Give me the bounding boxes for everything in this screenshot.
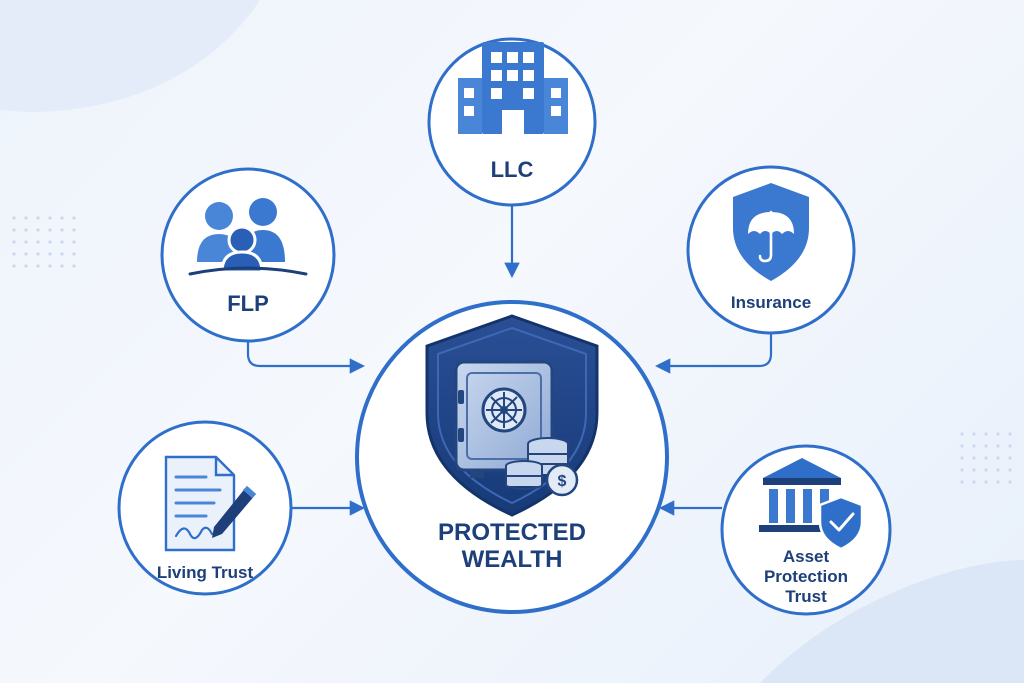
insurance-label: Insurance [731,293,811,312]
asset-protection-trust-label-2: Protection [764,567,848,586]
connector-insurance [654,333,773,374]
bank-shield-icon [759,458,864,551]
node-insurance: Insurance [686,165,856,335]
building-icon [458,42,568,134]
center-label-line-1: PROTECTED [438,519,586,546]
connectors [246,205,773,516]
coin-stack-icon: $ [505,437,579,497]
asset-protection-trust-label-1: Asset [783,547,830,566]
family-icon [188,198,308,276]
document-pen-icon [164,455,256,552]
node-protected-wealth: $ PROTECTED WEALTH [355,300,669,614]
node-llc: LLC [427,37,597,207]
asset-protection-trust-label-3: Trust [785,587,827,606]
svg-text:$: $ [558,473,567,490]
shield-safe-icon: $ [425,314,599,517]
living-trust-label: Living Trust [157,563,254,582]
umbrella-shield-icon [733,183,809,281]
node-flp: FLP [160,167,336,343]
center-label-line-2: WEALTH [462,546,563,573]
node-asset-protection-trust: Asset Protection Trust [720,444,892,616]
connector-flp [246,342,366,374]
node-living-trust: Living Trust [117,420,293,596]
llc-label: LLC [491,157,534,182]
flp-label: FLP [227,291,269,316]
